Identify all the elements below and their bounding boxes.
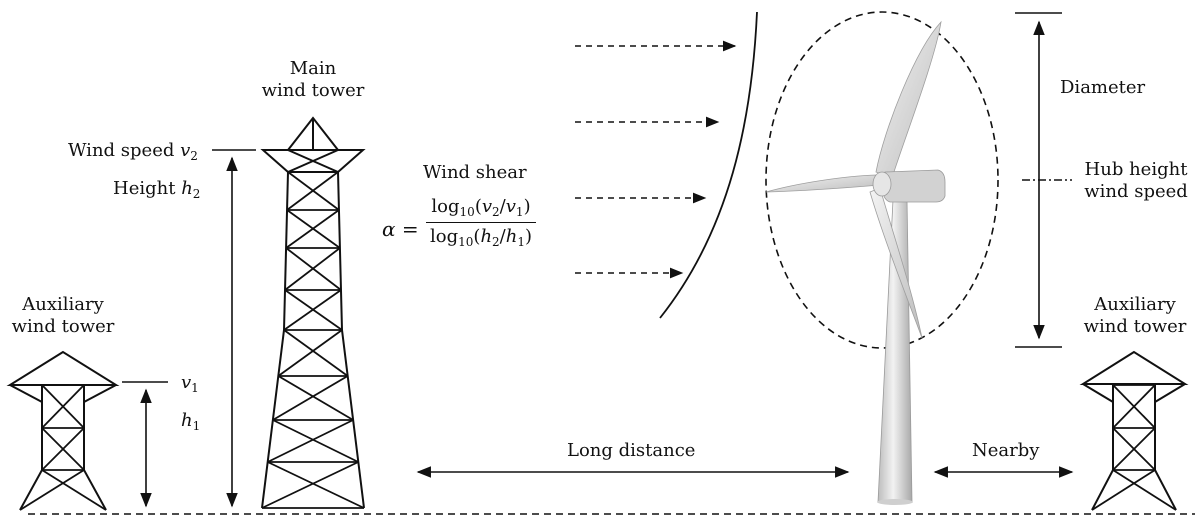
diameter-label: Diameter bbox=[1060, 77, 1146, 98]
v1-label: v1 bbox=[181, 372, 199, 395]
turbine-hub bbox=[872, 171, 892, 197]
formula-denominator: log10(h2/h1) bbox=[430, 226, 533, 250]
main-tower-bracing bbox=[261, 171, 365, 509]
alpha-equals: α = bbox=[382, 217, 419, 241]
nearby-label: Nearby bbox=[972, 440, 1040, 461]
aux-tower-right bbox=[1079, 350, 1189, 511]
main-tower-label-line1: Main bbox=[289, 58, 337, 79]
main-wind-tower bbox=[260, 116, 366, 509]
turbine-blade-left bbox=[765, 174, 881, 193]
aux-tower-right-bracing bbox=[1091, 384, 1177, 511]
aux-tower-left bbox=[6, 350, 120, 511]
height-h2-label: Height h2 bbox=[113, 178, 201, 201]
main-tower-label-line2: wind tower bbox=[261, 80, 365, 101]
rotor-swept-area bbox=[765, 11, 999, 349]
hub-height-label-line2: wind speed bbox=[1084, 181, 1188, 202]
formula-bar bbox=[426, 222, 537, 224]
turbine-blade-up bbox=[875, 20, 942, 179]
hub-height-label: Hub height wind speed bbox=[1082, 159, 1190, 203]
aux-right-label: Auxiliary wind tower bbox=[1080, 294, 1190, 338]
aux-right-label-line1: Auxiliary bbox=[1094, 294, 1176, 315]
formula-numerator: log10(v2/v1) bbox=[431, 196, 531, 219]
wind-shear-formula: log10(v2/v1) log10(h2/h1) bbox=[426, 196, 537, 250]
turbine-nacelle bbox=[882, 169, 946, 203]
long-distance-label: Long distance bbox=[567, 440, 696, 461]
wind-speed-v2-label: Wind speed v2 bbox=[68, 140, 198, 163]
aux-right-label-line2: wind tower bbox=[1083, 316, 1187, 337]
hub-height-label-line1: Hub height bbox=[1084, 159, 1188, 180]
main-tower-label: Main wind tower bbox=[250, 58, 376, 102]
wind-profile-curve bbox=[659, 11, 758, 319]
h1-label: h1 bbox=[181, 410, 201, 433]
wind-shear-label: Wind shear bbox=[423, 162, 527, 183]
turbine-blade-down bbox=[869, 187, 923, 339]
wind-turbine bbox=[765, 20, 946, 505]
aux-left-label-line1: Auxiliary bbox=[22, 294, 104, 315]
aux-left-label: Auxiliary wind tower bbox=[8, 294, 118, 338]
aux-tower-left-bracing bbox=[19, 384, 107, 511]
aux-left-label-line2: wind tower bbox=[11, 316, 115, 337]
